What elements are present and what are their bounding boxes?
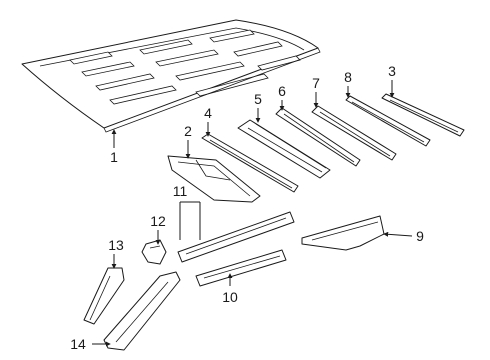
callout-2: 2 — [184, 123, 192, 139]
callout-7: 7 — [312, 75, 320, 91]
callout-13: 13 — [108, 237, 124, 253]
pillar-14 — [103, 271, 181, 351]
callout-11: 11 — [173, 183, 188, 199]
bracket-12 — [141, 239, 167, 265]
roof-panel — [21, 19, 321, 133]
callout-14: 14 — [70, 336, 86, 352]
lower-rail-10 — [195, 249, 287, 287]
callout-12: 12 — [150, 213, 166, 229]
callout-1: 1 — [110, 149, 118, 165]
callout-3: 3 — [388, 63, 396, 79]
callout-10: 10 — [222, 289, 238, 305]
side-rail-11 — [177, 211, 295, 263]
front-header — [167, 155, 261, 203]
callout-4: 4 — [204, 105, 212, 121]
callout-8: 8 — [344, 69, 352, 85]
roof-bow-3 — [381, 93, 465, 137]
roof-bow-7 — [311, 105, 397, 161]
callout-6: 6 — [278, 83, 286, 99]
callout-5: 5 — [254, 91, 262, 107]
rear-rail-9 — [301, 215, 385, 251]
leader-9 — [383, 231, 413, 237]
callout-9: 9 — [416, 228, 424, 244]
roof-bow-5 — [237, 119, 331, 179]
pillar-13 — [83, 267, 125, 325]
leader-11 — [179, 201, 201, 240]
